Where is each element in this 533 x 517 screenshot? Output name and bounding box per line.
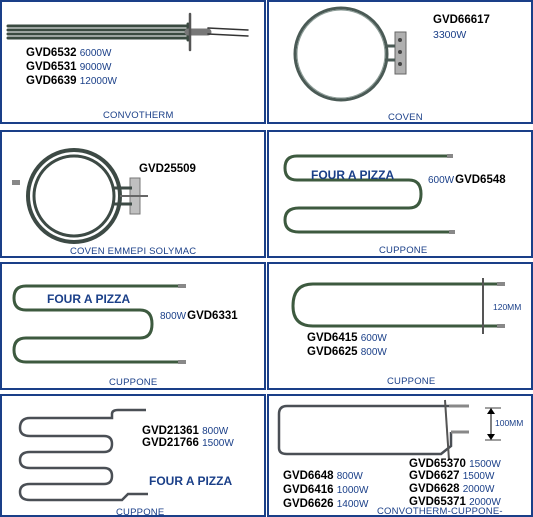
product-code: GVD6648 800W [283,470,363,482]
brand-label: CONVOTHERM-CUPPONE- [377,506,503,517]
brand-label: CUPPONE [116,507,165,517]
brand-label: COVEN EMMEPI SOLYMAC [70,246,197,257]
product-type-title: FOUR A PIZZA [311,168,395,182]
tubular-heater-image [6,12,249,52]
product-cell-convotherm-cuppone[interactable]: 100MM GVD6648 800W GVD6416 1000W GVD6626… [267,394,533,517]
product-type-title: FOUR A PIZZA [47,292,131,306]
product-cell-coven[interactable]: GVD66617 3300W COVEN [267,0,533,124]
product-cell-cuppone-6548[interactable]: FOUR A PIZZA 600WGVD6548 CUPPONE [267,130,533,258]
wattage: 3300W [433,29,467,41]
product-code: GVD21766 1500W [142,437,234,449]
product-cell-cuppone-6415[interactable]: 120MM GVD6415 600W GVD6625 800W CUPPONE [267,262,533,390]
product-code: GVD6531 9000W [26,61,112,73]
circular-heater-image [12,148,148,244]
product-code: 600WGVD6548 [428,174,506,186]
brand-label: CUPPONE [379,245,428,256]
product-code: GVD6625 800W [307,346,387,358]
serpentine-heater-image [18,408,148,502]
product-code: GVD65371 2000W [409,496,501,508]
serpentine-heater-image [283,154,455,234]
product-code: GVD6639 12000W [26,75,117,87]
serpentine-heater-image [12,284,186,364]
dimension-label: 120MM [493,302,522,312]
product-code: GVD6626 1400W [283,498,369,510]
product-code: GVD6416 1000W [283,484,369,496]
product-code: GVD65370 1500W [409,458,501,470]
circular-heater-image [293,6,407,102]
hairpin-heater-image [291,278,505,334]
dimension-label: 100MM [495,418,524,428]
product-code: GVD66617 [433,14,490,26]
product-code: GVD6628 2000W [409,483,495,495]
product-code: 800WGVD6331 [160,310,238,322]
brand-label: CUPPONE [387,376,436,387]
brand-label: COVEN [388,112,423,123]
product-cell-coven-emmepi[interactable]: GVD25509 COVEN EMMEPI SOLYMAC [0,130,266,258]
product-code: GVD6627 1500W [409,470,495,482]
product-code: GVD25509 [139,163,196,175]
brand-label: CONVOTHERM [103,110,174,121]
product-code: GVD21361 800W [142,425,229,437]
hairpin-heater-image [277,399,501,461]
product-type-title: FOUR A PIZZA [149,474,233,488]
brand-label: CUPPONE [109,377,158,388]
product-cell-cuppone-21361[interactable]: GVD21361 800W GVD21766 1500W FOUR A PIZZ… [0,394,266,517]
product-code: GVD6532 6000W [26,47,112,59]
product-cell-cuppone-6331[interactable]: FOUR A PIZZA 800WGVD6331 CUPPONE [0,262,266,390]
product-code: GVD6415 600W [307,332,387,344]
product-cell-convotherm[interactable]: GVD6532 6000W GVD6531 9000W GVD6639 1200… [0,0,266,124]
